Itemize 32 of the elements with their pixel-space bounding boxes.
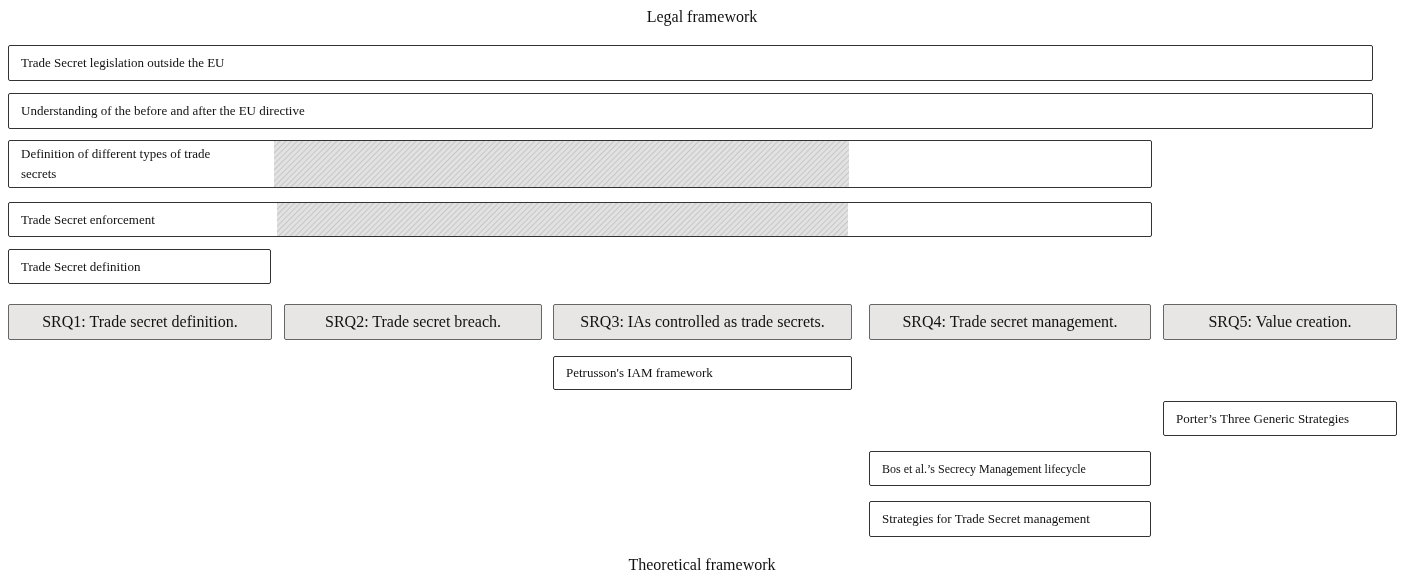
topic-box — [553, 356, 852, 390]
box-label: Strategies for Trade Secret management — [882, 510, 1090, 528]
box-label: Trade Secret legislation outside the EU — [21, 54, 225, 72]
box-label: Petrusson's IAM framework — [566, 364, 713, 382]
topic-box — [8, 202, 1152, 237]
question-box — [1163, 304, 1397, 340]
box-label: SRQ3: IAs controlled as trade secrets. — [580, 312, 825, 332]
heading: Legal framework — [645, 8, 759, 26]
topic-box — [8, 93, 1373, 129]
question-box — [869, 304, 1151, 340]
topic-box — [8, 45, 1373, 81]
box-label: Understanding of the before and after the EU directive — [21, 102, 305, 120]
question-box — [8, 304, 272, 340]
question-box — [284, 304, 542, 340]
topic-box — [8, 140, 1152, 188]
heading: Theoretical framework — [627, 556, 777, 574]
box-label: Trade Secret definition — [21, 257, 141, 276]
box-label: Trade Secret enforcement — [21, 210, 155, 229]
topic-box — [869, 501, 1151, 537]
box-label: Bos et al.’s Secrecy Management lifecycle — [882, 460, 1086, 478]
topic-box — [8, 249, 271, 284]
hatched-band — [274, 141, 849, 187]
topic-box — [869, 451, 1151, 486]
box-label: Definition of different types of trade secrets — [21, 145, 212, 183]
box-label: Porter’s Three Generic Strategies — [1176, 409, 1350, 428]
topic-box — [1163, 401, 1397, 436]
box-label: SRQ4: Trade secret management. — [902, 312, 1118, 332]
question-box — [553, 304, 852, 340]
hatched-band — [277, 203, 848, 236]
box-label: SRQ5: Value creation. — [1208, 312, 1352, 332]
box-label: SRQ1: Trade secret definition. — [42, 312, 238, 332]
box-label: SRQ2: Trade secret breach. — [325, 312, 501, 332]
